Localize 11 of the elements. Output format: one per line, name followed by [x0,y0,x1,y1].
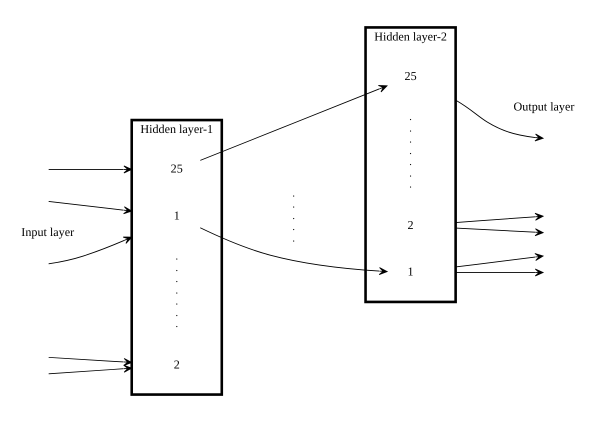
node-text: 25 [170,162,183,176]
label: . . . . . . . [409,112,412,191]
node-text: 25 [404,68,417,83]
node-text: 1 [174,208,180,222]
label: Input layer [21,224,74,239]
label: . . . . . . . [175,252,178,330]
node-text: 2 [174,357,180,372]
node-text: 2 [408,218,414,232]
label: Output layer [514,99,574,114]
node-text: 1 [408,264,414,279]
label: . . . . . [292,188,295,244]
